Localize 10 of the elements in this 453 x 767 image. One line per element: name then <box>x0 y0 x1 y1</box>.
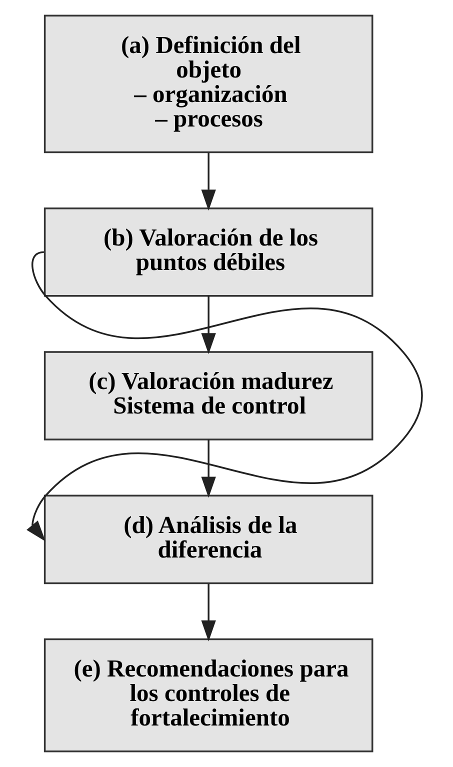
node-box: (d) Análisis de la diferencia <box>43 494 373 584</box>
node-box: (c) Valoración madurez Sistema de control <box>43 351 373 440</box>
arrow <box>200 584 216 642</box>
arrow <box>200 440 216 498</box>
arrow <box>200 296 216 354</box>
node-box: (a) Definición del objeto – organización – procesos <box>43 14 373 154</box>
node-box: (b) Valoración de los puntos débiles <box>43 207 373 297</box>
arrow <box>26 251 422 542</box>
node-box: (e) Recomendaciones para los controles de fortalecimiento <box>43 638 373 752</box>
arrow <box>200 152 216 211</box>
